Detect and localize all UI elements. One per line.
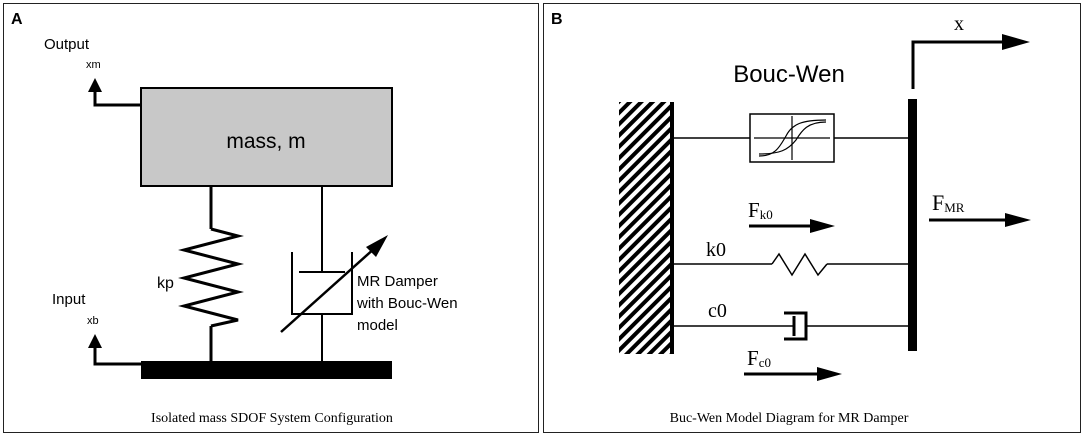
output-var: xm <box>86 59 101 71</box>
x-label: x <box>954 13 964 35</box>
panel-letter-b: B <box>551 11 563 28</box>
output-arrow <box>88 78 141 107</box>
fixed-wall <box>619 102 672 354</box>
fc0-main: F <box>747 346 759 370</box>
fk0-sub: k0 <box>760 207 773 222</box>
bouc-wen-title: Bouc-Wen <box>733 61 845 88</box>
spring-kp <box>178 186 244 361</box>
fc0-label: Fc0 <box>747 346 771 370</box>
input-var: xb <box>87 315 99 327</box>
spring-label: kp <box>157 275 174 292</box>
fk0-main: F <box>748 198 760 222</box>
fmr-main: F <box>932 190 944 215</box>
moving-plate <box>908 99 917 351</box>
dashpot-c0 <box>672 311 908 341</box>
output-label: Output <box>44 36 90 53</box>
spring-k0 <box>672 252 908 277</box>
hysteresis-element <box>672 113 908 163</box>
mass-label: mass, m <box>226 130 305 153</box>
displacement-arrow <box>911 34 1030 89</box>
damper-label-line-2: with Bouc-Wen <box>356 295 458 312</box>
caption-a: Isolated mass SDOF System Configuration <box>151 411 393 426</box>
damper-label: MR Damper with Bouc-Wen model <box>356 273 462 334</box>
bouc-wen-diagram: B Bouc-Wen x <box>551 11 1031 426</box>
fk0-label: Fk0 <box>748 198 773 222</box>
force-fc0-arrow <box>744 367 842 381</box>
c0-label: c0 <box>708 300 727 322</box>
base-plate <box>141 361 392 379</box>
input-arrow <box>88 334 141 366</box>
fc0-sub: c0 <box>759 355 771 370</box>
force-fk0-arrow <box>749 219 835 233</box>
sdof-diagram: A Output xm mass, m kp MR Damper <box>11 11 462 426</box>
panel-b: B Bouc-Wen x <box>543 3 1081 433</box>
force-fmr-arrow <box>929 213 1031 227</box>
damper-label-line-1: MR Damper <box>357 273 438 290</box>
fmr-label: FMR <box>932 190 965 215</box>
input-label: Input <box>52 291 86 308</box>
fmr-sub: MR <box>944 200 965 215</box>
panel-letter-a: A <box>11 11 23 28</box>
mass-block <box>140 87 393 187</box>
caption-b: Buc-Wen Model Diagram for MR Damper <box>670 411 909 426</box>
k0-label: k0 <box>706 239 726 261</box>
mr-damper <box>280 186 388 361</box>
panel-a: A Output xm mass, m kp MR Damper <box>3 3 539 433</box>
damper-label-line-3: model <box>357 317 398 334</box>
